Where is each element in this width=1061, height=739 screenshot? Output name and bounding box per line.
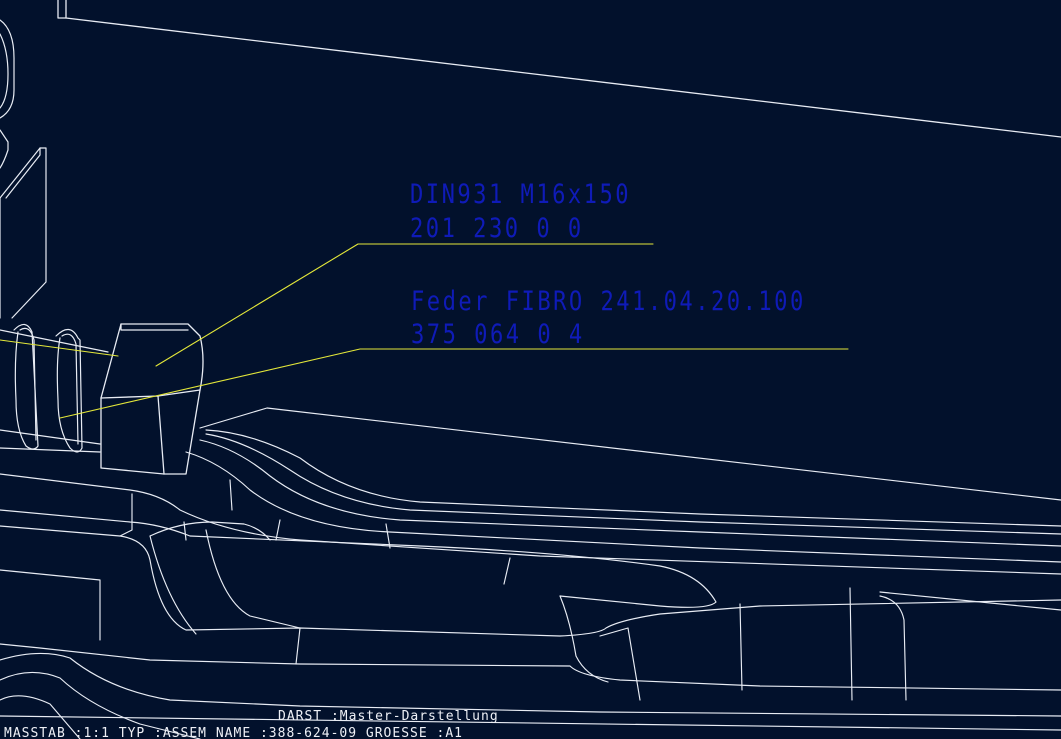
annotation-bolt-line1[interactable]: DIN931 M16x150	[410, 179, 632, 210]
annotation-spring-line2[interactable]: 375 064 0 4	[411, 319, 585, 350]
die-profile-curves	[0, 407, 1061, 739]
spring-coils	[0, 323, 109, 453]
upper-plate-edges	[57, 0, 1061, 138]
drawing-info-status: MASSTAB :1:1 TYP :ASSEM NAME :388-624-09…	[4, 726, 463, 739]
annotation-bolt-line2[interactable]: 201 230 0 0	[410, 213, 584, 244]
pin-cylinder	[0, 19, 15, 169]
support-block	[0, 147, 47, 319]
representation-status: DARST :Master-Darstellung	[278, 709, 499, 724]
annotation-spring-line1[interactable]: Feder FIBRO 241.04.20.100	[411, 286, 806, 317]
leader-lines	[0, 243, 849, 419]
